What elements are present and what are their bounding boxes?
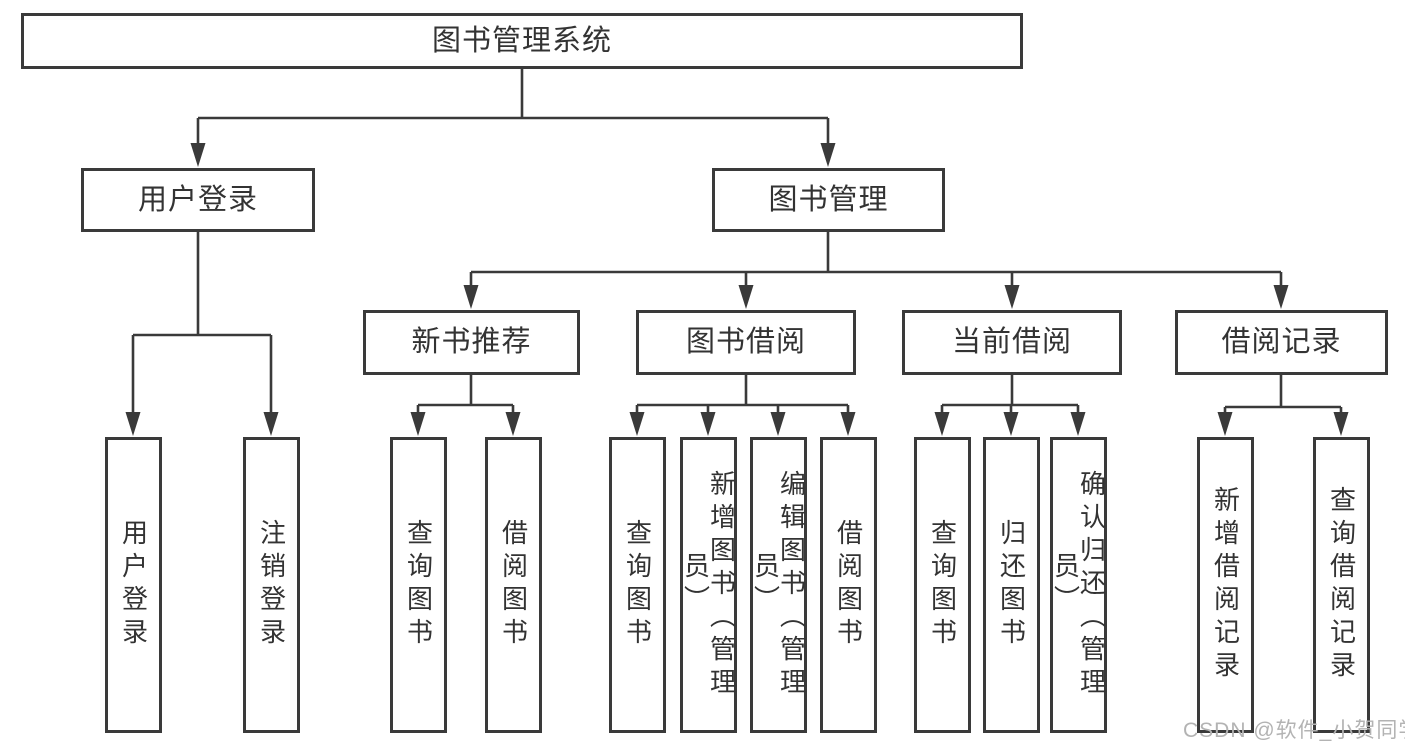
node-return-books: 归还图书	[983, 437, 1040, 733]
node-borrow-books-borrowing: 借阅图书	[820, 437, 877, 733]
node-edit-books-admin: 编辑图书（管理员）	[750, 437, 807, 733]
node-query-books-current: 查询图书	[914, 437, 971, 733]
node-user-login-leaf: 用户登录	[105, 437, 162, 733]
node-root: 图书管理系统	[21, 13, 1023, 69]
node-book-borrowing: 图书借阅	[636, 310, 856, 375]
node-borrowing-records: 借阅记录	[1175, 310, 1388, 375]
node-add-books-admin: 新增图书（管理员）	[680, 437, 737, 733]
node-confirm-return-admin: 确认归还（管理员）	[1050, 437, 1107, 733]
node-new-book-recommendation: 新书推荐	[363, 310, 580, 375]
node-query-books-borrowing: 查询图书	[609, 437, 666, 733]
node-query-books-recommend: 查询图书	[390, 437, 447, 733]
node-add-borrow-record: 新增借阅记录	[1197, 437, 1254, 733]
node-logout-leaf: 注销登录	[243, 437, 300, 733]
node-book-management: 图书管理	[712, 168, 945, 232]
node-borrow-books-recommend: 借阅图书	[485, 437, 542, 733]
csdn-watermark: CSDN @软件_小贺同学	[1183, 719, 1405, 742]
node-query-borrow-record: 查询借阅记录	[1313, 437, 1370, 733]
node-current-borrowing: 当前借阅	[902, 310, 1122, 375]
node-user-login: 用户登录	[81, 168, 315, 232]
